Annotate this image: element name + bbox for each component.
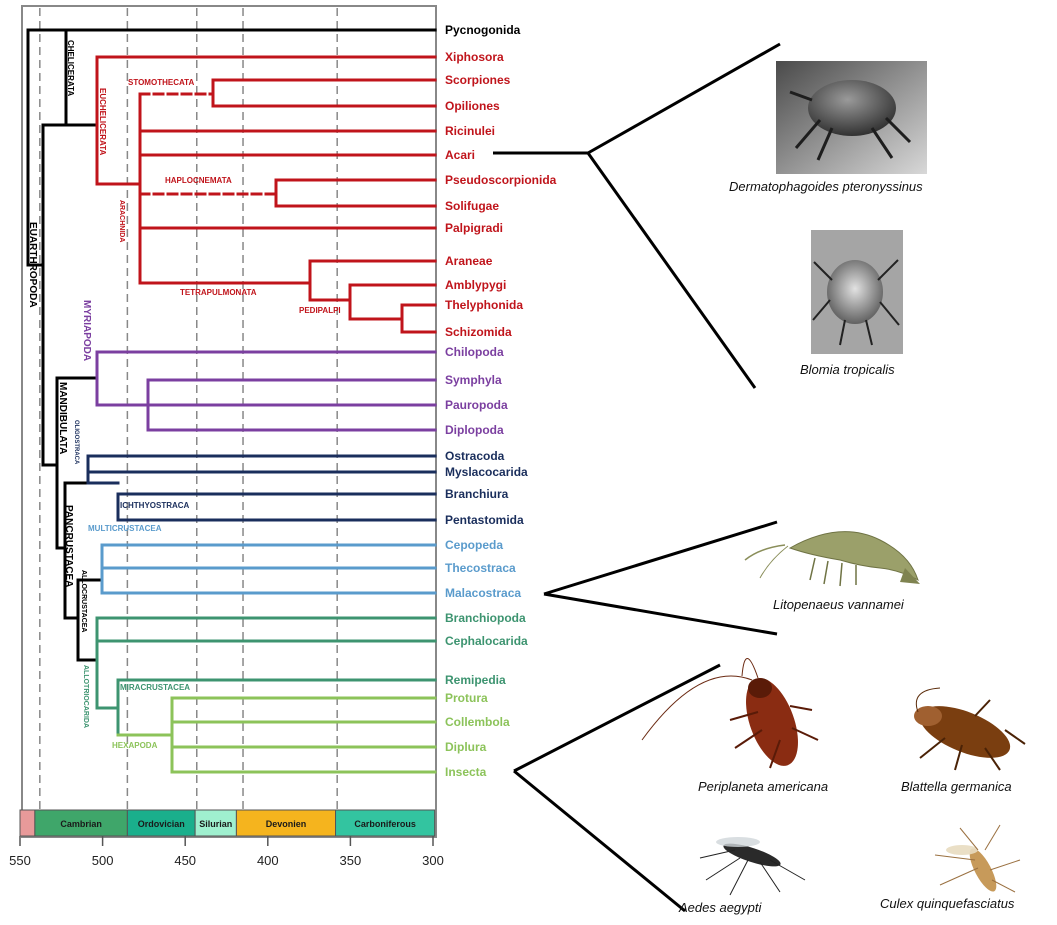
aedes-image [700, 837, 805, 895]
clade-miracrustacea: MIRACRUSTACEA [120, 683, 190, 692]
clade-haplocnemata: HAPLOCNEMATA [165, 176, 232, 185]
time-axis: 550 500 450 400 350 300 [9, 836, 444, 868]
clade-allotriocarida-a: ALLOCRUSTACEA [80, 570, 87, 632]
species-label-aedes: Aedes aegypti [678, 900, 763, 915]
clade-euarthropoda: EUARTHROPODA [27, 222, 38, 308]
species-label-blattella: Blattella germanica [901, 779, 1012, 794]
species-label-blomia: Blomia tropicalis [800, 362, 895, 377]
allotriocarida-branches [97, 618, 435, 735]
taxon-label: Cepopeda [445, 538, 503, 552]
taxon-label: Insecta [445, 765, 487, 779]
taxon-label: Pseudoscorpionida [445, 173, 557, 187]
clade-mandibulata: MANDIBULATA [57, 382, 68, 454]
taxon-label: Symphyla [445, 373, 502, 387]
axis-tick-label: 350 [340, 853, 362, 868]
taxon-label: Palpigradi [445, 221, 503, 235]
period-block [20, 810, 35, 836]
period-label: Devonien [266, 819, 307, 829]
clade-stomothecata: STOMOTHECATA [128, 78, 194, 87]
culex-image [935, 825, 1020, 895]
taxon-label: Remipedia [445, 673, 506, 687]
taxon-label: Chilopoda [445, 345, 504, 359]
period-label: Carboniferous [354, 819, 416, 829]
species-label-dermatophagoides: Dermatophagoides pteronyssinus [729, 179, 923, 194]
clade-allotriocarida-b: ALLOTRIOCARIDA [82, 665, 89, 728]
taxon-label: Ricinulei [445, 124, 495, 138]
period-label: Silurian [199, 819, 232, 829]
species-label-litopenaeus: Litopenaeus vannamei [773, 597, 905, 612]
clade-multicrustacea: MULTICRUSTACEA [88, 524, 162, 533]
taxon-label: Myslacocarida [445, 465, 528, 479]
taxon-label: Malacostraca [445, 586, 521, 600]
taxon-label: Thecostraca [445, 561, 516, 575]
taxon-label: Scorpiones [445, 73, 511, 87]
taxon-label: Ostracoda [445, 449, 505, 463]
clade-tetrapulmonata: TETRAPULMONATA [180, 288, 257, 297]
litopenaeus-image [745, 532, 920, 586]
period-label: Ordovician [138, 819, 185, 829]
taxon-label: Thelyphonida [445, 298, 523, 312]
blomia-image [811, 230, 903, 354]
taxon-label: Branchiopoda [445, 611, 526, 625]
clade-myriapoda: MYRIAPODA [81, 300, 92, 361]
taxon-label: Branchiura [445, 487, 509, 501]
dermatophagoides-image [776, 61, 927, 174]
axis-tick-label: 550 [9, 853, 31, 868]
clade-hexapoda: HEXAPODA [112, 741, 158, 750]
taxon-label: Cephalocarida [445, 634, 528, 648]
species-label-culex: Culex quinquefasciatus [880, 896, 1015, 911]
clade-pedipalpi: PEDIPALPI [299, 306, 341, 315]
clade-ichthyostraca: ICHTHYOSTRACA [120, 501, 190, 510]
taxon-label: Solifugae [445, 199, 499, 213]
hexapoda-branches [118, 698, 435, 772]
taxon-labels: PycnogonidaXiphosoraScorpionesOpilionesR… [445, 23, 557, 779]
taxon-label: Pauropoda [445, 398, 508, 412]
taxon-label: Diplopoda [445, 423, 504, 437]
axis-tick-label: 500 [92, 853, 114, 868]
taxon-label: Schizomida [445, 325, 512, 339]
species-label-periplaneta: Periplaneta americana [698, 779, 828, 794]
axis-tick-label: 400 [257, 853, 279, 868]
taxon-label: Xiphosora [445, 50, 504, 64]
oligostraca-branches [88, 456, 435, 520]
axis-tick-label: 450 [174, 853, 196, 868]
taxon-label: Collembola [445, 715, 510, 729]
clade-oligostraca: OLIGOSTRACA [73, 420, 79, 465]
blattella-image [913, 688, 1025, 770]
taxon-label: Acari [445, 148, 475, 162]
myriapoda-branches [97, 352, 435, 430]
taxon-label: Pentastomida [445, 513, 524, 527]
taxon-label: Opiliones [445, 99, 500, 113]
taxon-label: Pycnogonida [445, 23, 521, 37]
taxon-label: Protura [445, 691, 488, 705]
taxon-label: Amblypygi [445, 278, 506, 292]
taxon-label: Diplura [445, 740, 487, 754]
periplaneta-image [642, 658, 818, 772]
multicrustacea-branches [102, 545, 435, 593]
clade-chelicerata: CHELICERATA [66, 40, 75, 96]
clade-pancrustacea: PANCRUSTACEA [63, 505, 74, 587]
clade-arachnida: ARACHNIDA [118, 200, 125, 242]
geologic-period-bar: Cambrian Ordovician Silurian Devonien Carbon… [20, 810, 435, 836]
clade-euchelicerata: EUCHELICERATA [98, 88, 107, 155]
taxon-label: Araneae [445, 254, 493, 268]
axis-tick-label: 300 [422, 853, 444, 868]
period-label: Cambrian [60, 819, 102, 829]
